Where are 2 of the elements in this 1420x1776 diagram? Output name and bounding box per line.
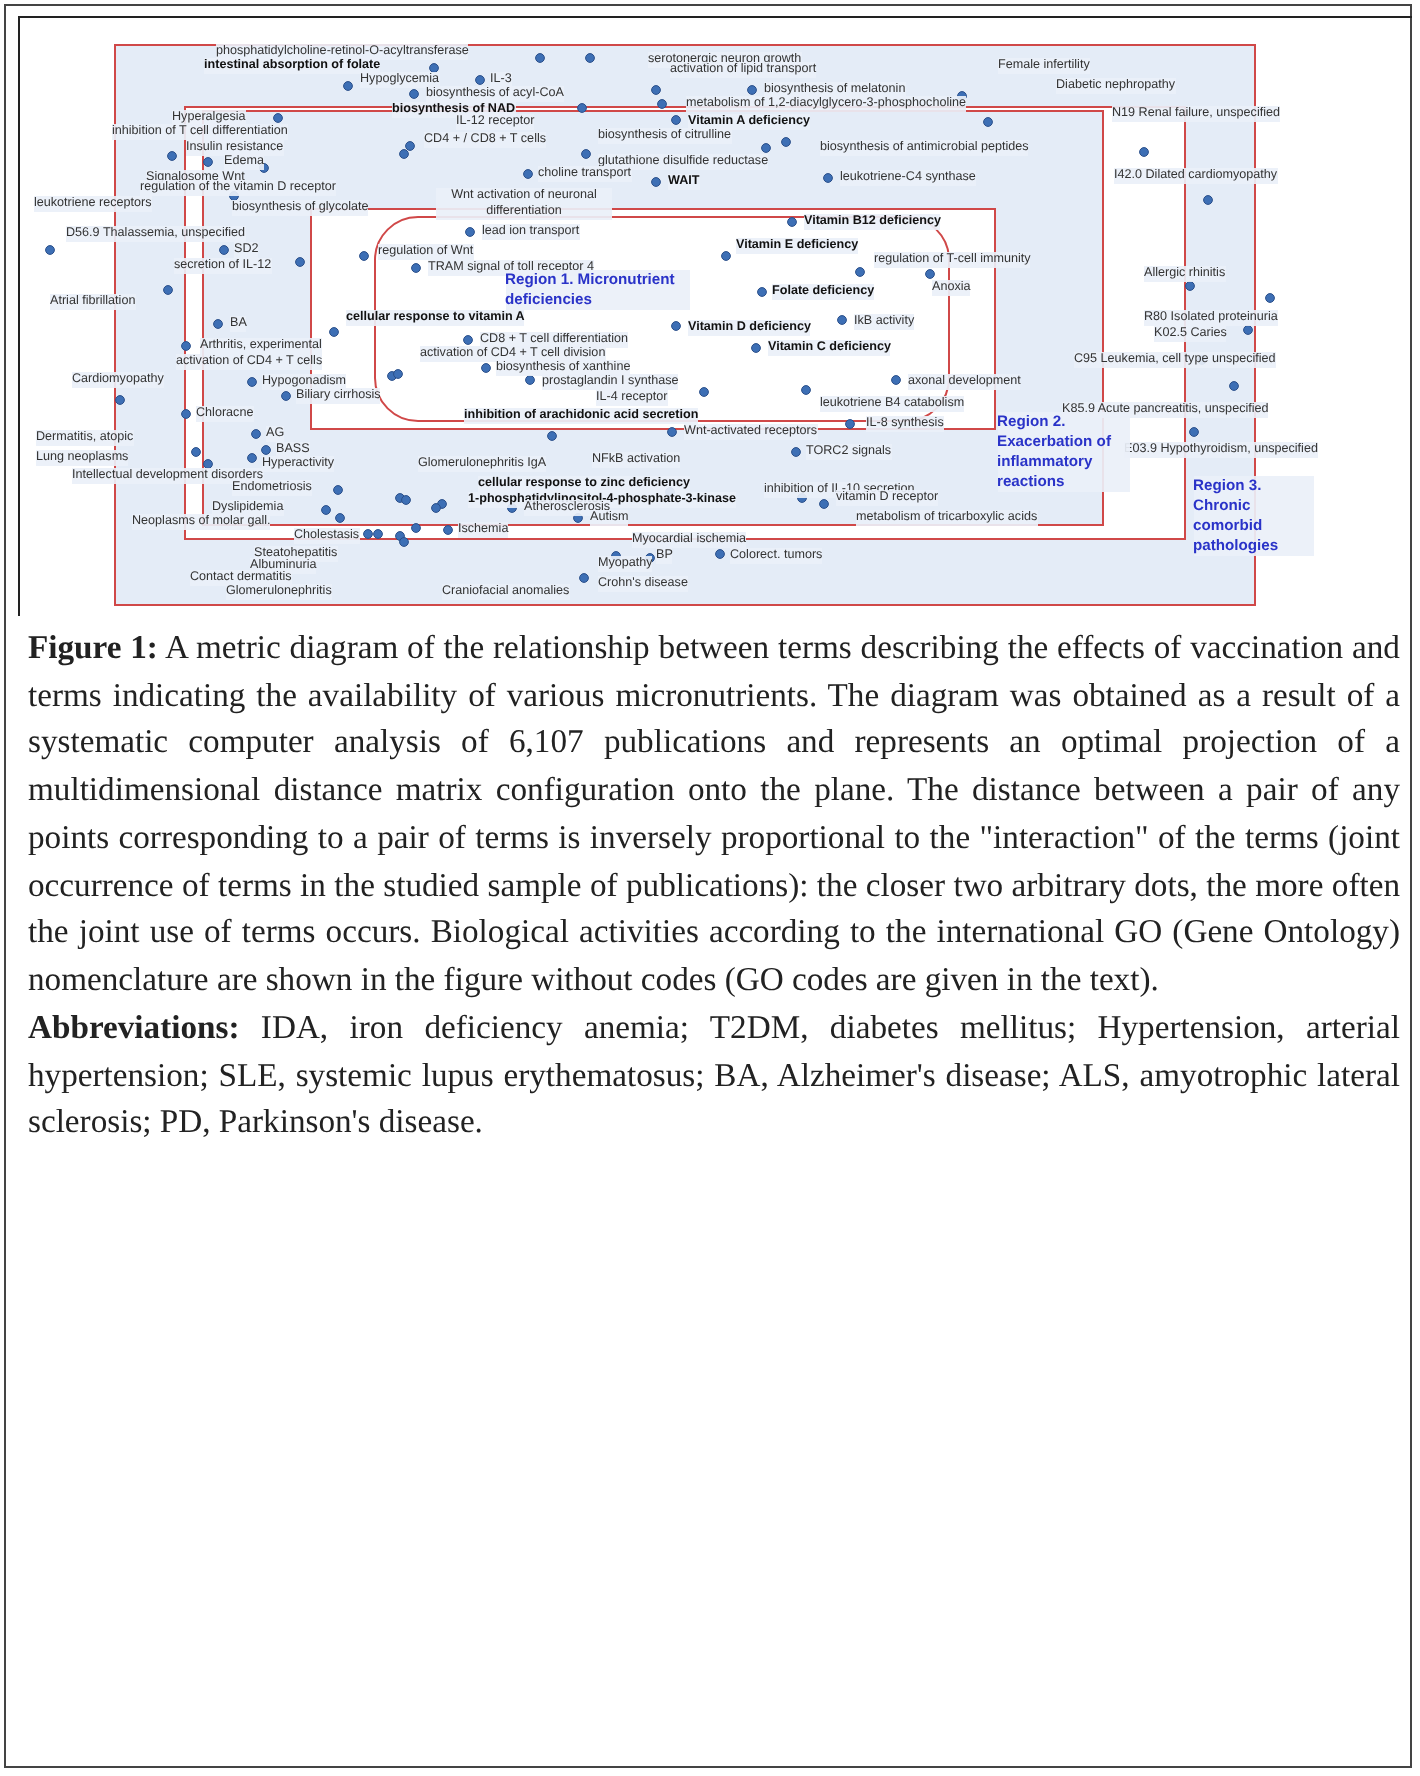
figure-caption: Figure 1: A metric diagram of the relationship between terms describing the effects of vaccination and terms indicating the availability of various micronutrients. The diagram was obtained as a result of a systematic computer analysis of 6,107 publications and represents an optimal projection of a multidimensional distance matrix configuration onto the plane. The distance between a pair of any points corresponding to a pair of terms is inversely proportional to the "interaction" of the terms (joint occurrence of terms in the studied sample of publications): the closer two arbitrary dots, the more often the joint use of terms occurs. Biological activities according to the international GO (Gene Ontology) nomenclature are shown in the figure without codes (GO codes are given in the text). — [28, 626, 1400, 1002]
abbreviations-note: Abbreviations: IDA, iron deficiency anemia; T2DM, diabetes mellitus; Hypertension, arterial hypertension; SLE, systemic lupus erythematosus; BA, Alzheimer's disease; ALS, amyotrophic lateral sclerosis; PD, Parkinson's disease. — [28, 1006, 1400, 1145]
